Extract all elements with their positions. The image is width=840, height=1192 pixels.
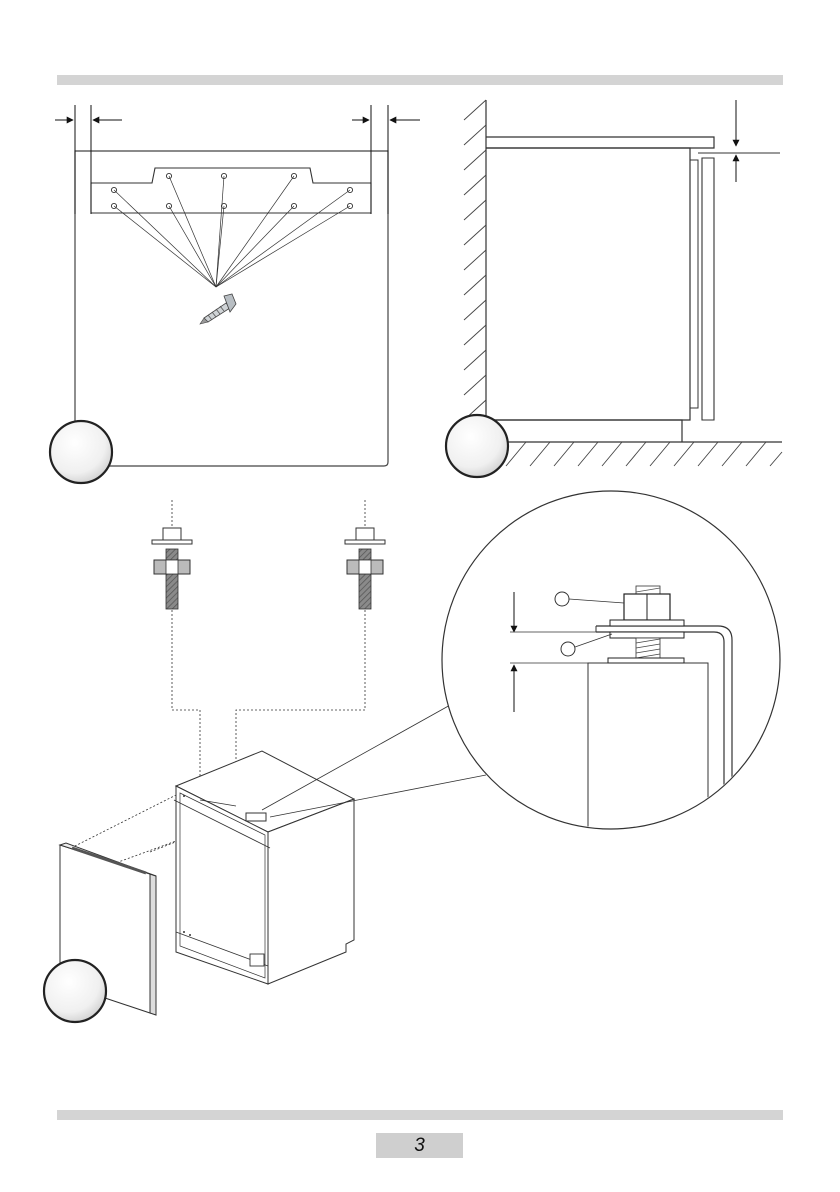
worktop	[486, 137, 714, 148]
plinth	[486, 420, 682, 442]
bolt-icon	[356, 528, 374, 540]
bottom-rule	[57, 1110, 783, 1120]
washer-icon	[610, 620, 684, 626]
built-in-appliance	[174, 751, 354, 984]
page-number: 3	[414, 1135, 425, 1157]
wall-hatch	[464, 100, 486, 420]
furniture-door	[702, 158, 714, 420]
washer-icon	[152, 540, 192, 544]
bolt-set-left	[152, 500, 192, 710]
figure-b	[446, 100, 782, 477]
page-number-box: 3	[376, 1133, 463, 1158]
callout-line-top	[262, 704, 452, 810]
figure-a	[50, 105, 420, 483]
figure-a-label-disc	[50, 421, 112, 483]
floor-hatch	[506, 442, 782, 466]
figure-c	[44, 491, 780, 1022]
figure-b-label-disc	[446, 415, 508, 477]
screw-icon	[200, 294, 236, 324]
bolt-set-right	[345, 500, 385, 710]
appliance-body	[486, 148, 690, 420]
bolt-icon	[163, 528, 181, 540]
hinge-plate	[91, 168, 371, 213]
washer-icon	[345, 540, 385, 544]
appliance-door-seal	[690, 160, 698, 408]
figure-c-label-disc	[44, 960, 106, 1022]
detail-magnifier	[442, 491, 780, 830]
